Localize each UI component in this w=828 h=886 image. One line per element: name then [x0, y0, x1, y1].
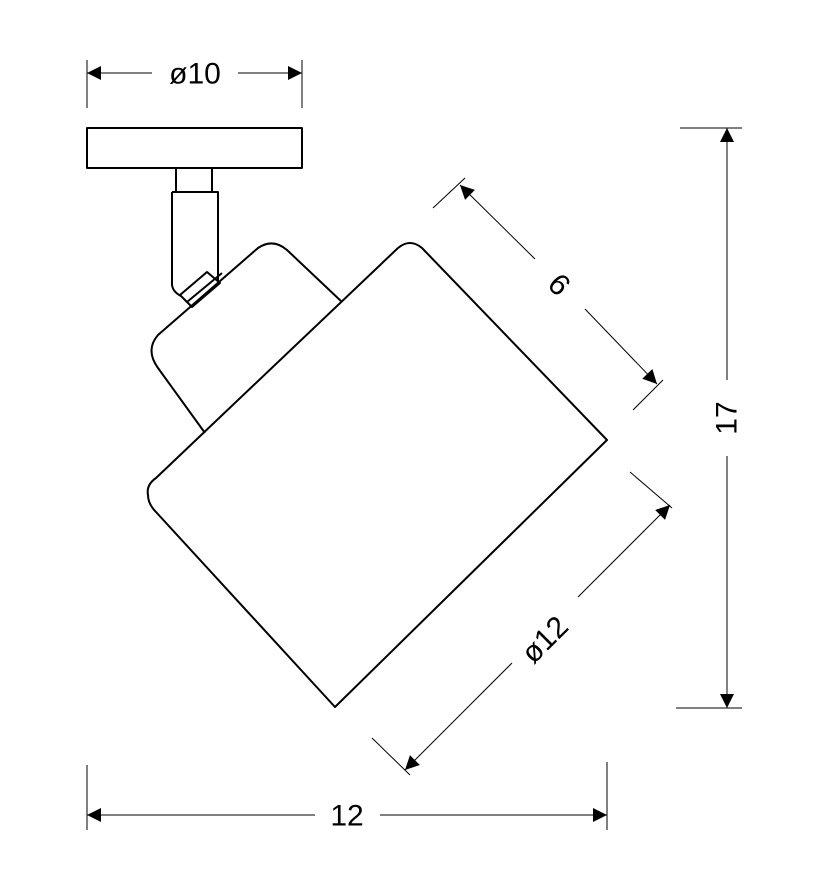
dimension-total-height: 17: [676, 127, 744, 709]
dimension-shade-diameter: ø12: [371, 471, 673, 776]
lamp-outline: [86, 127, 608, 708]
ceiling-canopy: [86, 127, 303, 169]
dimension-total-width: 12: [86, 762, 608, 833]
shade-length-label: 9: [542, 266, 577, 301]
dimension-canopy-diameter: ø10: [86, 58, 303, 108]
swivel-joint: [179, 271, 223, 308]
lamp-body: [150, 242, 343, 434]
stem-neck: [175, 167, 213, 193]
canopy-diameter-label: ø10: [169, 58, 221, 91]
shade-diameter-label: ø12: [515, 610, 575, 670]
swivel-arm: [171, 191, 219, 297]
lamp-shade: [146, 242, 608, 708]
total-height-label: 17: [711, 401, 744, 434]
total-width-label: 12: [330, 800, 363, 833]
